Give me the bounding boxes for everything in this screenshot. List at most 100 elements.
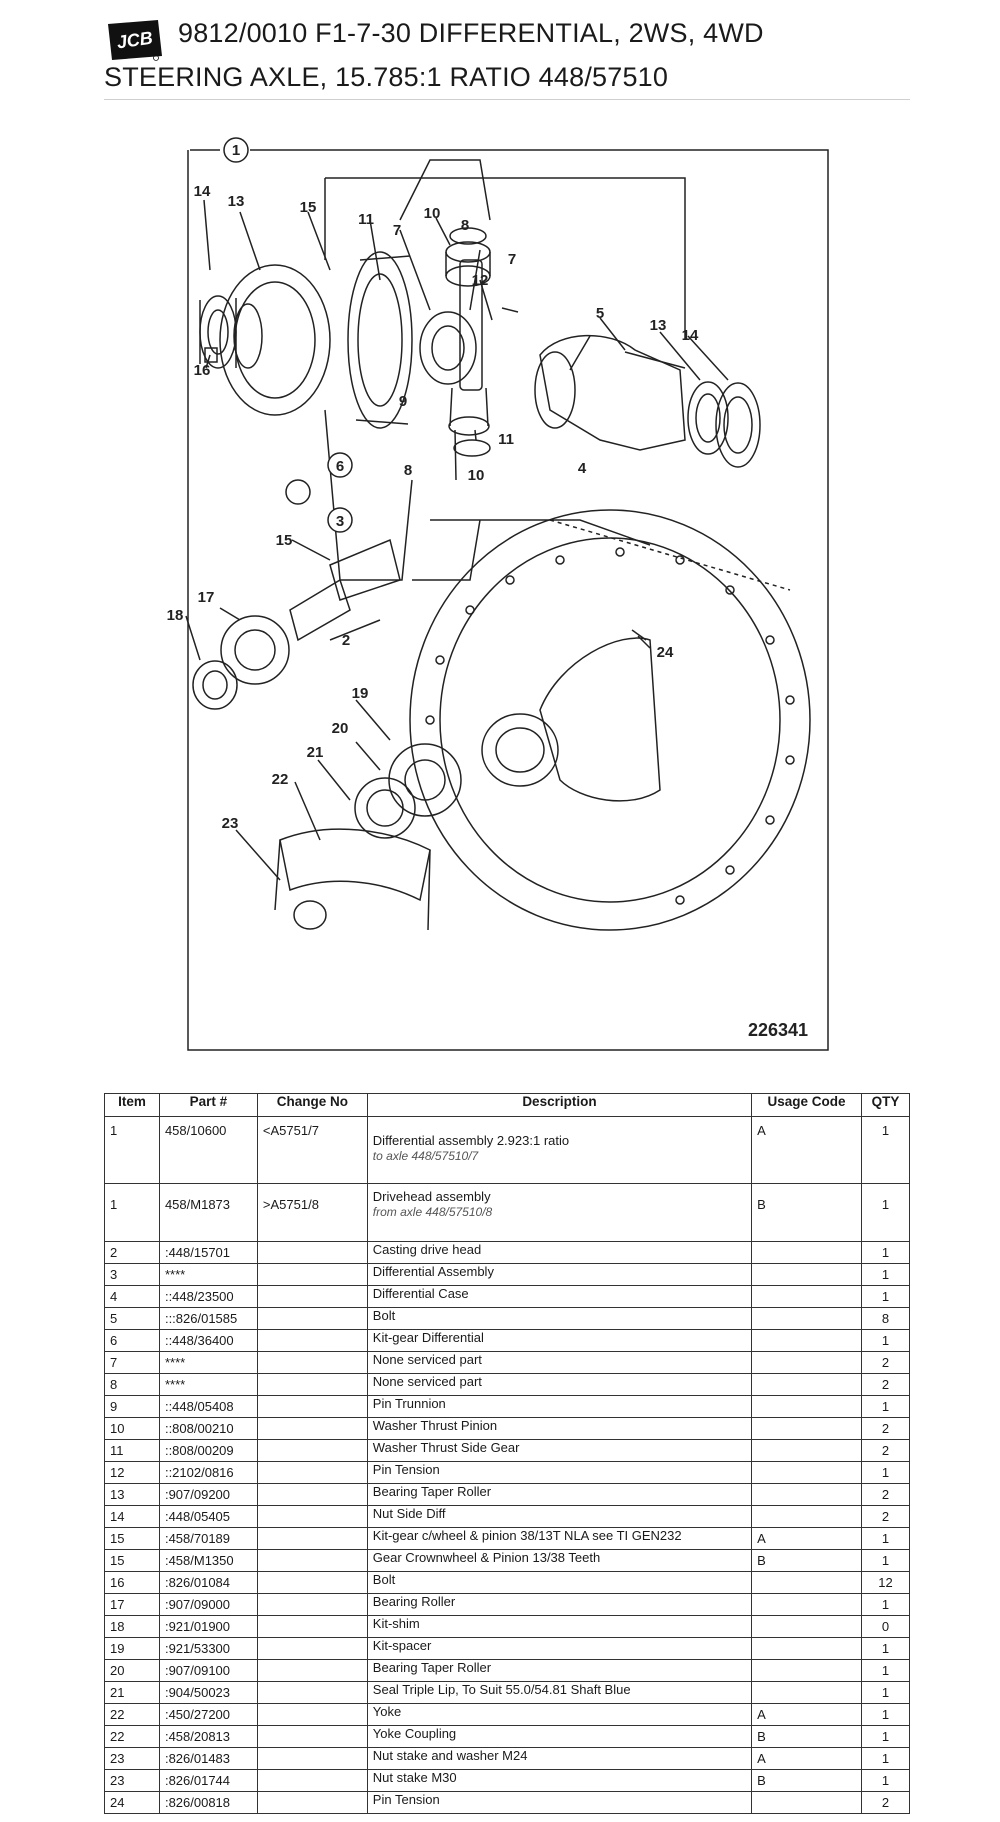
description-text: Yoke Coupling (372, 1726, 457, 1741)
callout-16: 16 (194, 362, 211, 379)
description-note: from axle 448/57510/8 (372, 1205, 493, 1219)
callout-1: 1 (232, 142, 240, 159)
cell-change (256, 1527, 368, 1550)
cell-qty: 2 (860, 1505, 911, 1528)
cell-change: >A5751/8 (256, 1183, 368, 1242)
cell-item: 24 (104, 1791, 160, 1814)
cell-qty: 1 (860, 1527, 911, 1550)
description-text: Nut stake M30 (372, 1770, 457, 1785)
cell-description: Differential Assembly (366, 1263, 753, 1286)
cell-change (256, 1241, 368, 1264)
figure-number: 226341 (748, 1020, 808, 1040)
parts-table-body: 1 458/10600<A5751/7 Differential assembly … (104, 1116, 911, 1814)
cell-description: Kit-spacer (366, 1637, 753, 1660)
cell-description: None serviced part (366, 1373, 753, 1396)
cell-item: 23 (104, 1769, 160, 1792)
cell-usage (751, 1505, 862, 1528)
cell-change (256, 1637, 368, 1660)
description-text: Gear Crownwheel & Pinion 13/38 Teeth (372, 1550, 601, 1565)
cell-usage: A (751, 1527, 862, 1550)
cell-change (256, 1769, 368, 1792)
cell-part: :826/01084 (158, 1571, 258, 1594)
callout-8a: 8 (461, 217, 469, 234)
cell-change (256, 1329, 368, 1352)
description-text: Drivehead assembly (372, 1189, 491, 1204)
cell-usage (751, 1373, 862, 1396)
callout-10a: 10 (424, 205, 441, 222)
callout-9: 9 (399, 393, 407, 410)
description-text: Kit-shim (372, 1616, 420, 1631)
description-text: Kit-gear c/wheel & pinion 38/13T NLA see… (372, 1528, 682, 1543)
description-text: Differential Assembly (372, 1264, 494, 1279)
callout-6: 6 (336, 458, 344, 475)
cell-part: :904/50023 (158, 1681, 258, 1704)
col-header-qty: QTY (860, 1093, 911, 1117)
description-text: Nut stake and washer M24 (372, 1748, 528, 1763)
cell-description: Gear Crownwheel & Pinion 13/38 Teeth (366, 1549, 753, 1572)
description-text: Pin Trunnion (372, 1396, 446, 1411)
cell-usage (751, 1791, 862, 1814)
cell-description: Pin Tension (366, 1461, 753, 1484)
cell-usage (751, 1439, 862, 1462)
callout-13a: 13 (228, 193, 245, 210)
cell-usage: A (751, 1116, 862, 1184)
callout-20: 20 (332, 720, 349, 737)
cell-item: 22 (104, 1725, 160, 1748)
cell-qty: 1 (860, 1549, 911, 1572)
cell-item: 15 (104, 1527, 160, 1550)
cell-qty: 1 (860, 1461, 911, 1484)
cell-qty: 2 (860, 1791, 911, 1814)
cell-qty: 1 (860, 1593, 911, 1616)
callout-4: 4 (578, 460, 587, 477)
cell-description: Bearing Roller (366, 1593, 753, 1616)
cell-change: <A5751/7 (256, 1116, 368, 1184)
cell-change (256, 1395, 368, 1418)
cell-item: 15 (104, 1549, 160, 1572)
cell-usage (751, 1417, 862, 1440)
cell-qty: 2 (860, 1439, 911, 1462)
cell-description: Yoke (366, 1703, 753, 1726)
cell-qty: 1 (860, 1183, 911, 1242)
exploded-parts-diagram: 1 2 3 4 5 6 7 7 8 8 9 10 10 11 11 12 13 … (167, 137, 829, 1051)
cell-description: Kit-gear c/wheel & pinion 38/13T NLA see… (366, 1527, 753, 1550)
cell-part: :::826/01585 (158, 1307, 258, 1330)
cell-description: Differential Case (366, 1285, 753, 1308)
cell-change (256, 1615, 368, 1638)
cell-change (256, 1351, 368, 1374)
callout-22: 22 (272, 771, 289, 788)
description-text: Bearing Roller (372, 1594, 456, 1609)
cell-qty: 2 (860, 1417, 911, 1440)
cell-part: :907/09100 (158, 1659, 258, 1682)
cell-part: :450/27200 (158, 1703, 258, 1726)
description-text: Differential Case (372, 1286, 469, 1301)
description-text: Yoke (372, 1704, 402, 1719)
description-note: to axle 448/57510/7 (372, 1149, 479, 1163)
cell-usage: A (751, 1747, 862, 1770)
cell-item: 8 (104, 1373, 160, 1396)
callout-21: 21 (307, 744, 324, 761)
cell-usage (751, 1285, 862, 1308)
cell-qty: 1 (860, 1681, 911, 1704)
description-text: Differential assembly 2.923:1 ratio (372, 1133, 570, 1148)
description-text: None serviced part (372, 1352, 482, 1367)
callout-17: 17 (198, 589, 215, 606)
description-text: Bearing Taper Roller (372, 1660, 492, 1675)
callout-15a: 15 (300, 199, 317, 216)
cell-usage (751, 1615, 862, 1638)
cell-part: :907/09200 (158, 1483, 258, 1506)
cell-part: 458/10600 (158, 1116, 258, 1184)
cell-qty: 2 (860, 1483, 911, 1506)
callout-3: 3 (336, 513, 344, 530)
description-text: Bearing Taper Roller (372, 1484, 492, 1499)
